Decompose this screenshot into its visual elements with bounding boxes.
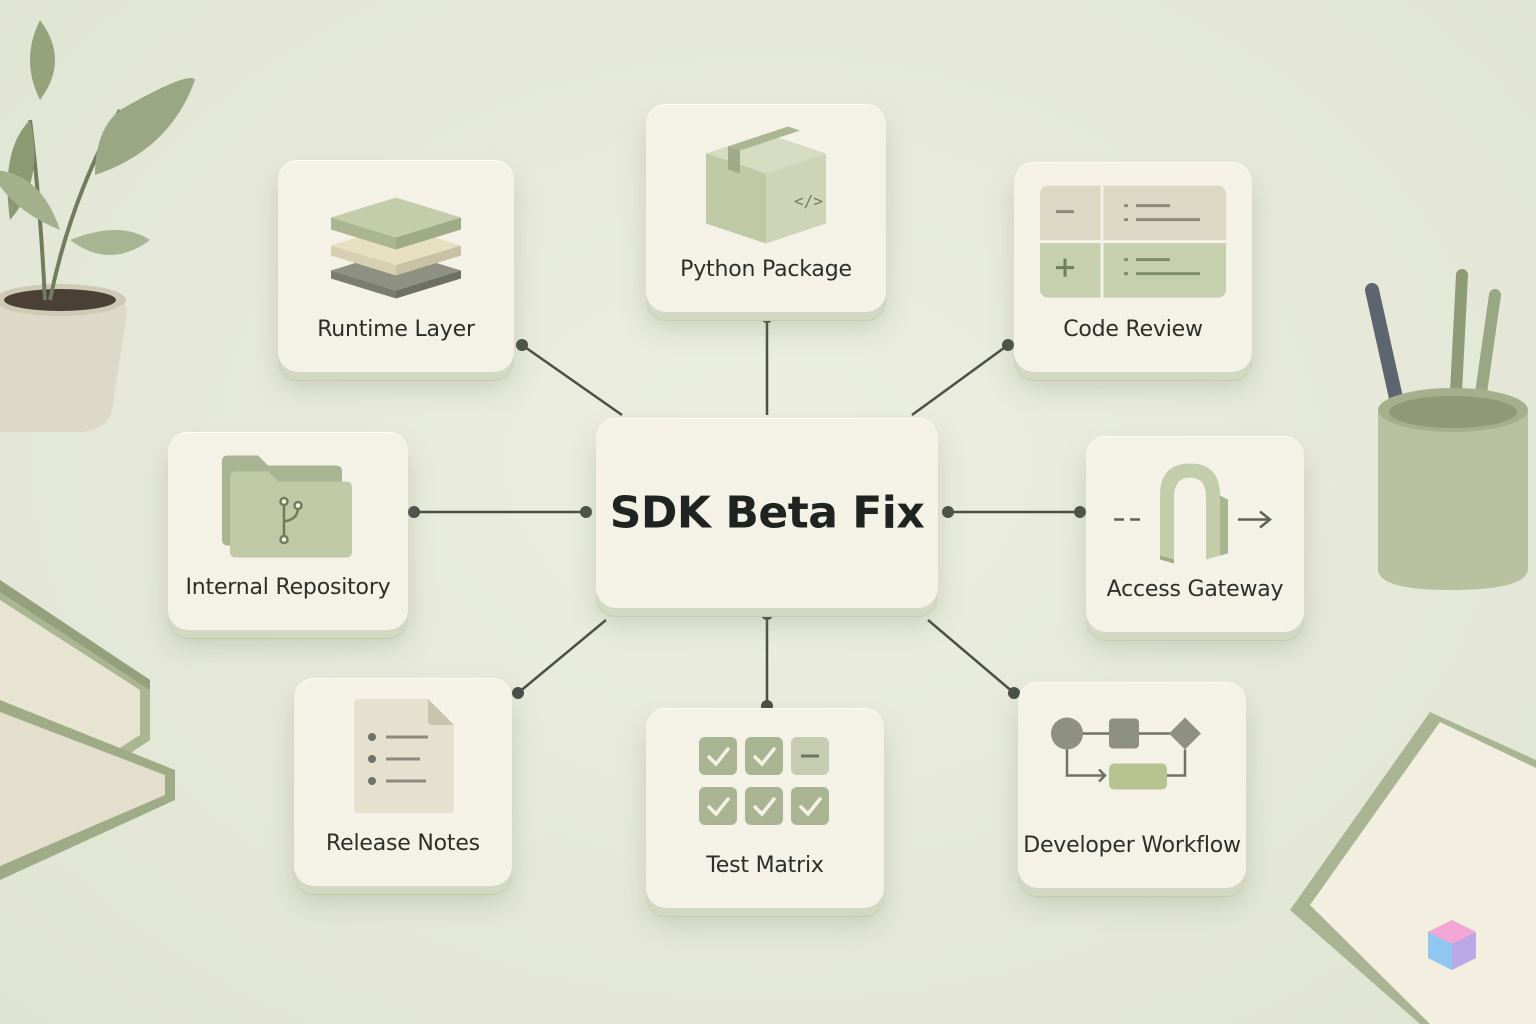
cube-logo-icon	[1428, 920, 1476, 970]
notebook-decoration	[1290, 712, 1536, 1024]
connector-lines	[414, 317, 1080, 706]
flowchart-icon	[1051, 717, 1201, 790]
document-list-icon	[354, 698, 454, 813]
node-label: Test Matrix	[706, 853, 824, 878]
node-internal-repository[interactable]: Internal Repository	[168, 432, 408, 630]
git-folder-icon	[222, 455, 352, 558]
node-label: Runtime Layer	[317, 317, 475, 342]
plant-decoration	[0, 20, 195, 432]
books-decoration	[0, 580, 175, 880]
center-node[interactable]: SDK Beta Fix	[596, 418, 938, 608]
svg-text:</>: </>	[794, 191, 823, 210]
node-label: Code Review	[1063, 317, 1203, 342]
node-code-review[interactable]: Code Review	[1014, 162, 1252, 372]
diff-panel-icon	[1040, 185, 1226, 298]
node-label: Python Package	[680, 257, 852, 282]
checkbox-grid-icon	[699, 737, 829, 825]
stacked-layers-icon	[331, 197, 461, 299]
node-test-matrix[interactable]: Test Matrix	[646, 708, 884, 908]
connector-dots	[408, 311, 1086, 712]
node-access-gateway[interactable]: Access Gateway	[1086, 436, 1304, 632]
node-label: Access Gateway	[1106, 577, 1284, 602]
node-label: Release Notes	[326, 831, 480, 856]
pen-cup-decoration	[1365, 269, 1528, 590]
node-label: Developer Workflow	[1023, 833, 1241, 858]
node-python-package[interactable]: </> Python Package	[646, 104, 886, 312]
node-release-notes[interactable]: Release Notes	[294, 678, 512, 886]
node-developer-workflow[interactable]: Developer Workflow	[1018, 682, 1246, 888]
center-title: SDK Beta Fix	[609, 487, 925, 539]
node-runtime-layer[interactable]: Runtime Layer	[278, 160, 514, 372]
node-label: Internal Repository	[185, 575, 391, 600]
arch-gateway-icon	[1114, 463, 1273, 564]
package-box-icon: </>	[706, 126, 826, 244]
